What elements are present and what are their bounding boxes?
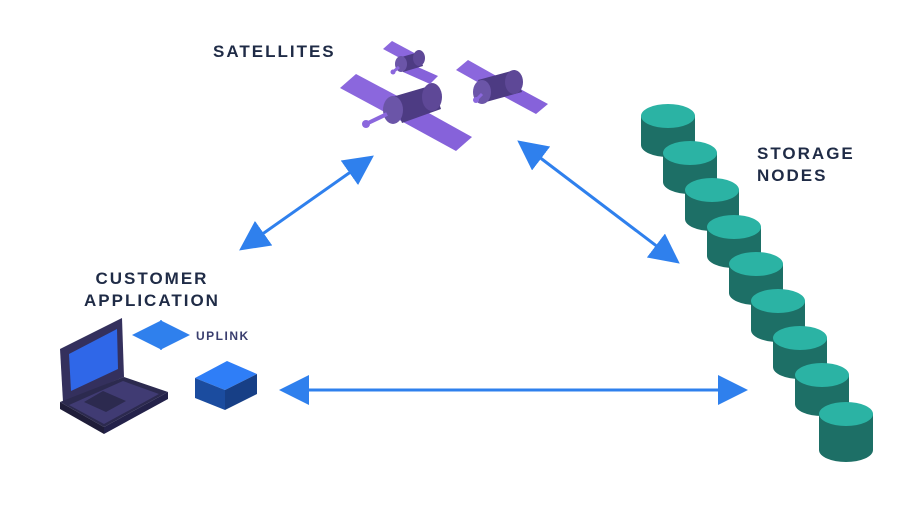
storage-nodes-group xyxy=(641,104,873,462)
arrow-satellites-to-storage xyxy=(517,140,680,264)
label-customer-line-2: APPLICATION xyxy=(84,291,220,310)
label-customer-application: CUSTOMER APPLICATION xyxy=(84,268,220,312)
label-storage-nodes: STORAGE NODES xyxy=(757,143,855,187)
label-storage-line-1: STORAGE xyxy=(757,144,855,163)
storage-cylinder-icon xyxy=(773,326,827,379)
uplink-box-icon xyxy=(195,361,257,410)
laptop-icon xyxy=(60,318,168,434)
satellite-icon xyxy=(383,41,438,84)
satellite-group xyxy=(340,41,548,151)
satellite-icon xyxy=(340,74,472,151)
storage-cylinder-icon xyxy=(819,402,873,462)
label-uplink: UPLINK xyxy=(196,329,250,343)
label-satellites: SATELLITES xyxy=(213,42,336,61)
arrow-satellites-to-customer xyxy=(239,155,374,251)
storage-cylinder-icon xyxy=(641,104,695,157)
satellite-icon xyxy=(456,60,548,114)
storage-cylinder-icon xyxy=(685,178,739,231)
connection-arrows xyxy=(132,140,748,405)
label-customer-line-1: CUSTOMER xyxy=(95,269,209,288)
label-storage-line-2: NODES xyxy=(757,166,828,185)
